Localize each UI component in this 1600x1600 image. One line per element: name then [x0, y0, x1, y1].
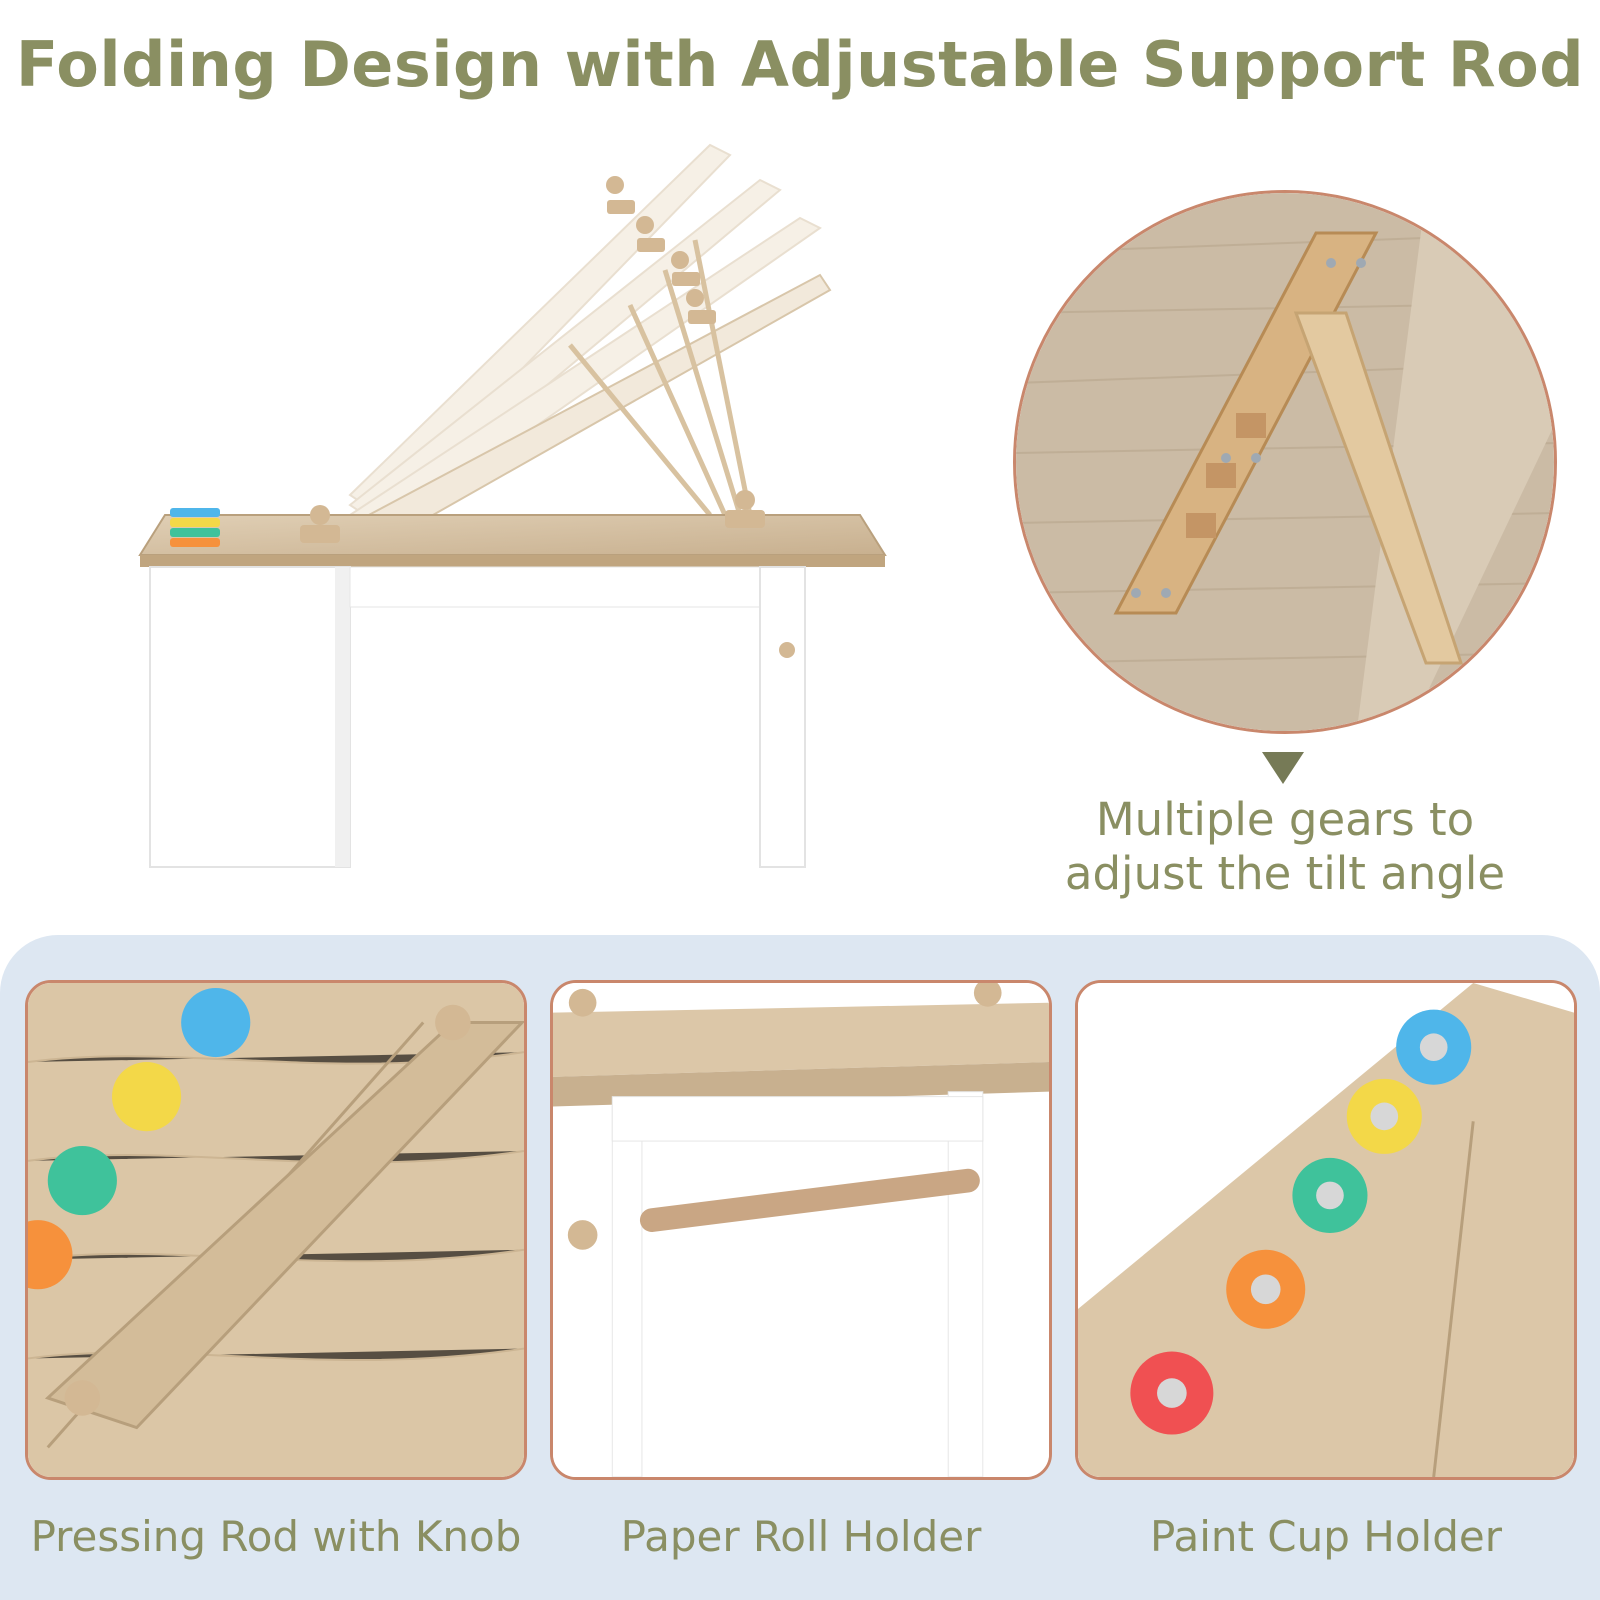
table-illustration [120, 130, 940, 900]
panel-label-paper-roll: Paper Roll Holder [620, 1512, 982, 1561]
panel-label-pressing-rod: Pressing Rod with Knob [30, 1512, 522, 1561]
zoom-caption: Multiple gears to adjust the tilt angle [1064, 793, 1506, 900]
panel-label-paint-cups: Paint Cup Holder [1150, 1512, 1502, 1561]
panel-paint-cups [1075, 980, 1577, 1480]
panel-paper-roll [550, 980, 1052, 1480]
page-title: Folding Design with Adjustable Support R… [15, 28, 1585, 101]
gear-detail-zoom [1013, 190, 1557, 734]
panel-pressing-rod [25, 980, 527, 1480]
triangle-down-icon [1262, 752, 1304, 784]
